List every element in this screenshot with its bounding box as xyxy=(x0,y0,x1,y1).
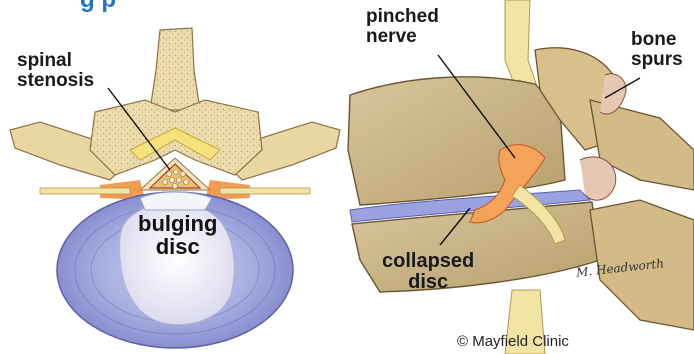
label-line: spurs xyxy=(631,50,683,70)
right-exiting-nerve xyxy=(220,188,310,194)
label-line: stenosis xyxy=(17,71,94,91)
left-exiting-nerve xyxy=(40,188,130,194)
label-line: pinched xyxy=(366,7,439,27)
label-bone-spurs: bone spurs xyxy=(631,30,683,70)
label-spinal-stenosis: spinal stenosis xyxy=(17,51,94,91)
label-line: bone xyxy=(631,30,683,50)
label-line: disc xyxy=(138,235,217,258)
label-line: disc xyxy=(382,272,474,293)
copyright-notice: © Mayfield Clinic xyxy=(457,333,569,350)
label-pinched-nerve: pinched nerve xyxy=(366,7,439,47)
label-line: nerve xyxy=(366,27,439,47)
disc-herniation xyxy=(140,192,212,210)
upper-vertebral-body xyxy=(348,77,565,205)
label-line: collapsed xyxy=(382,251,474,272)
label-bulging-disc: bulging disc xyxy=(138,212,217,258)
label-collapsed-disc: collapsed disc xyxy=(382,251,474,293)
label-line: bulging xyxy=(138,212,217,235)
spinous-process xyxy=(150,28,200,110)
label-line: spinal xyxy=(17,51,94,71)
